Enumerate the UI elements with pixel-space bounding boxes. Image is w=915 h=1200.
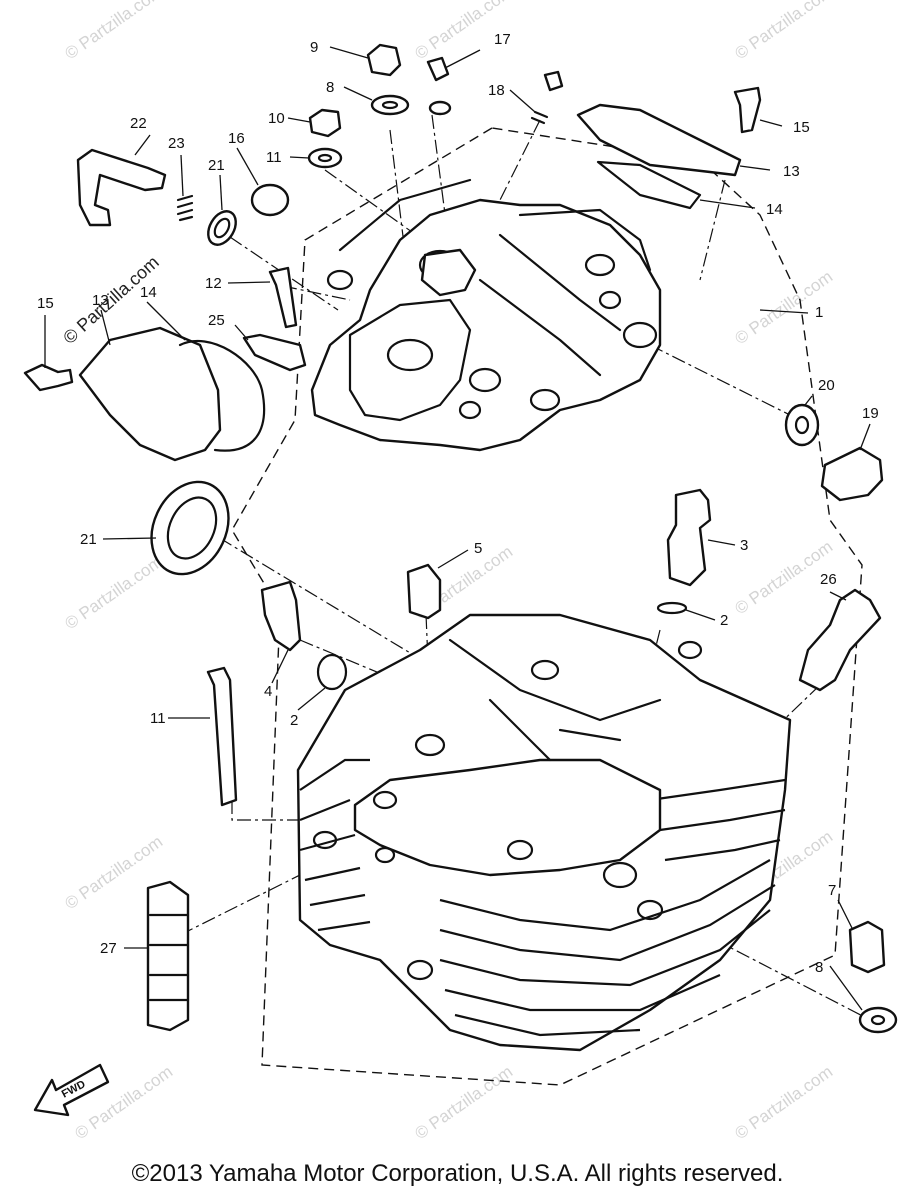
copyright-notice: ©2013 Yamaha Motor Corporation, U.S.A. A… [131,1160,784,1187]
callout-13-left: 13 [92,292,109,309]
callout-26: 26 [820,571,837,588]
callout-11: 11 [150,710,166,727]
callout-8-bottom: 8 [815,959,823,976]
head-cover [310,178,662,452]
callout-1: 1 [815,304,823,321]
callout-19: 19 [862,405,879,422]
callout-16: 16 [228,130,245,147]
callout-18: 18 [488,82,505,99]
callout-9: 10 [268,110,285,127]
callout-labels: 9 8 10 11 17 18 15 13 14 22 23 16 21 12 … [37,31,879,976]
callout-15: 15 [793,119,810,136]
callout-10: 11 [266,149,282,166]
callout-24: 23 [168,135,185,152]
watermark: © Partzilla.com [61,0,166,63]
callout-15-left: 15 [37,295,54,312]
callout-8: 8 [326,79,334,96]
callout-6: 9 [310,39,318,56]
callout-21: 21 [80,531,97,548]
callout-17: 17 [494,31,511,48]
leader-lines [44,46,871,1011]
watermark: © Partzilla.com [731,0,836,63]
callout-22: 21 [208,157,225,174]
callout-25: 25 [208,312,225,329]
watermark: © Partzilla.com [61,552,166,633]
cylinder-head [296,613,792,1052]
callout-3: 3 [740,537,748,554]
callout-13: 13 [783,163,800,180]
callout-12: 12 [205,275,222,292]
callout-14: 14 [766,201,783,218]
callout-27: 27 [100,940,117,957]
callout-5: 5 [474,540,482,557]
fwd-arrow-icon: FWD [33,1063,110,1117]
small-parts [23,43,898,1034]
callout-4: 4 [264,683,272,700]
callout-23: 22 [130,115,147,132]
watermark: © Partzilla.com [411,1062,516,1143]
callout-2-left: 2 [290,712,298,729]
watermark: © Partzilla.com [731,1062,836,1143]
callout-20: 20 [818,377,835,394]
callout-2-right: 2 [720,612,728,629]
callout-7: 7 [828,882,836,899]
callout-14-left: 14 [140,284,157,301]
